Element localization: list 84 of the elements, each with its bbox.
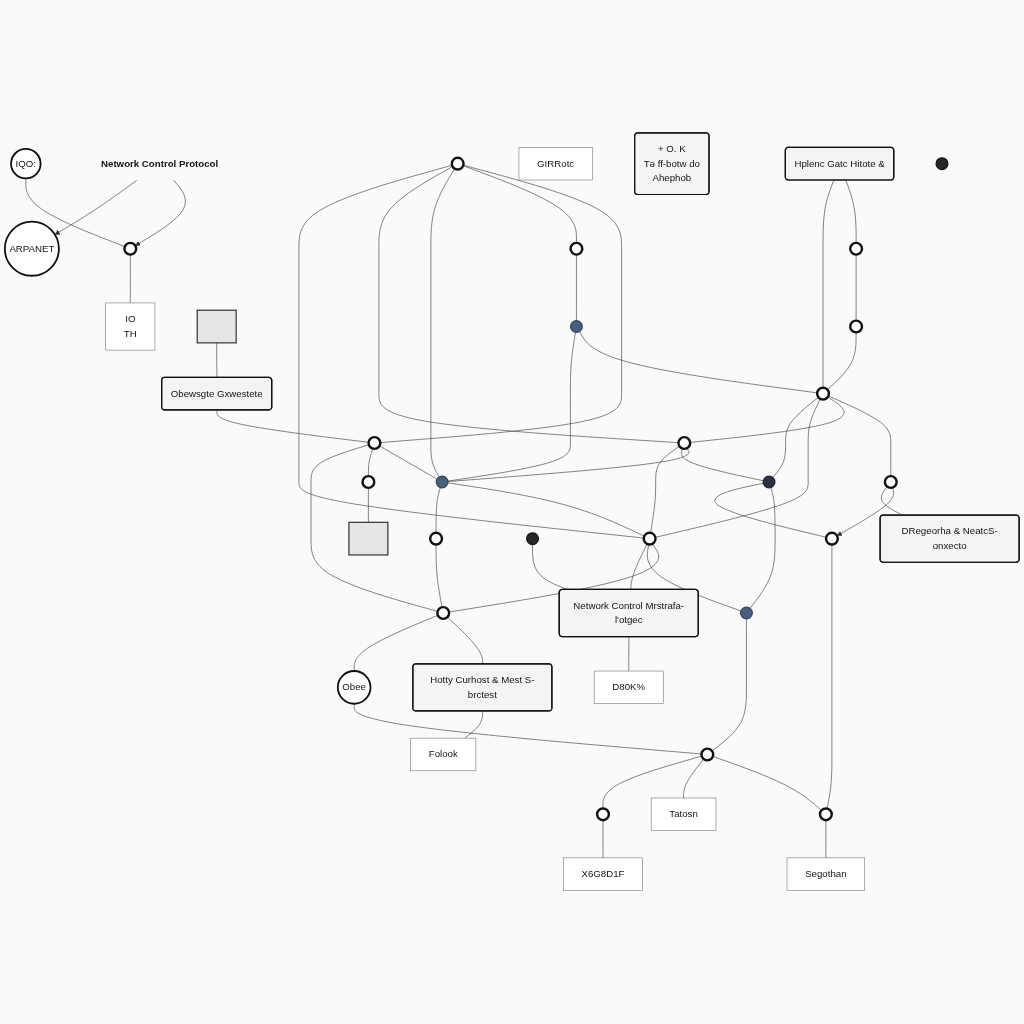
connector bbox=[828, 396, 892, 477]
connector bbox=[576, 254, 577, 322]
connector bbox=[711, 618, 747, 752]
node-circle bbox=[429, 531, 444, 547]
node-circle bbox=[361, 475, 376, 490]
connector bbox=[628, 636, 630, 672]
connector bbox=[216, 342, 218, 379]
node-circle bbox=[595, 807, 611, 822]
connector bbox=[447, 448, 690, 483]
node-circle bbox=[123, 241, 138, 257]
node-box bbox=[196, 309, 237, 344]
node-box: Tatosn bbox=[650, 798, 717, 832]
connector bbox=[689, 396, 845, 444]
connector bbox=[714, 483, 827, 538]
connector bbox=[881, 486, 904, 516]
node-box: Segothan bbox=[786, 857, 865, 892]
connector bbox=[310, 444, 438, 613]
connector bbox=[378, 166, 679, 444]
connector bbox=[825, 820, 827, 859]
connector bbox=[681, 448, 764, 482]
node-circle bbox=[435, 475, 449, 489]
node-circle: ARPANET bbox=[3, 221, 60, 277]
connector bbox=[602, 756, 702, 810]
connector bbox=[579, 331, 818, 394]
connector bbox=[435, 544, 443, 608]
node-box: GIRRotc bbox=[518, 147, 593, 181]
node-circle bbox=[367, 436, 382, 451]
connector bbox=[298, 165, 645, 539]
connector bbox=[602, 820, 604, 859]
connector bbox=[430, 168, 455, 478]
connector bbox=[447, 482, 645, 537]
connector bbox=[855, 254, 857, 322]
connector bbox=[655, 398, 821, 538]
connector bbox=[368, 448, 373, 477]
connector bbox=[353, 703, 702, 755]
connector bbox=[462, 165, 577, 244]
connector bbox=[845, 180, 857, 244]
node-circle bbox=[818, 807, 833, 822]
node-circle bbox=[739, 606, 753, 620]
connector bbox=[435, 487, 441, 534]
node-circle bbox=[849, 319, 864, 334]
node-circle bbox=[526, 532, 539, 546]
connector bbox=[822, 180, 835, 389]
node-circle bbox=[642, 531, 657, 547]
node-circle bbox=[883, 475, 898, 490]
node-box bbox=[348, 522, 389, 556]
connector bbox=[650, 446, 680, 534]
connector bbox=[647, 544, 742, 612]
node-circle bbox=[436, 606, 451, 621]
connector bbox=[216, 410, 369, 443]
node-circle bbox=[824, 531, 839, 547]
node-circle bbox=[762, 475, 776, 489]
connector bbox=[630, 543, 648, 591]
connector bbox=[353, 615, 439, 672]
connector bbox=[447, 332, 576, 482]
node-circle bbox=[569, 320, 583, 334]
node-text: Network Control Protocol bbox=[101, 158, 219, 169]
connector bbox=[380, 165, 622, 444]
connector bbox=[712, 756, 822, 812]
node-circle bbox=[815, 386, 831, 402]
node-box: IO TH bbox=[105, 302, 156, 351]
connector bbox=[772, 397, 819, 479]
connector bbox=[447, 617, 483, 665]
node-box: X6G8D1F bbox=[563, 857, 643, 892]
node-box: Folook bbox=[410, 738, 477, 772]
node-circle bbox=[677, 436, 692, 451]
connector bbox=[826, 544, 833, 810]
node-circle bbox=[450, 156, 465, 172]
connector bbox=[25, 178, 126, 248]
connector bbox=[683, 759, 704, 799]
node-circle: Obee bbox=[336, 670, 372, 705]
node-circle bbox=[569, 241, 584, 257]
connector bbox=[130, 254, 131, 304]
connector bbox=[749, 487, 776, 609]
connector bbox=[464, 711, 483, 739]
connector bbox=[448, 543, 659, 613]
node-circle: IQO: bbox=[10, 148, 42, 180]
node-circle bbox=[935, 157, 949, 171]
node-circle bbox=[849, 241, 864, 257]
connector bbox=[368, 487, 369, 523]
connector bbox=[379, 446, 438, 480]
connector bbox=[827, 332, 857, 391]
node-box: D80K% bbox=[593, 671, 664, 705]
node-circle bbox=[700, 747, 715, 762]
